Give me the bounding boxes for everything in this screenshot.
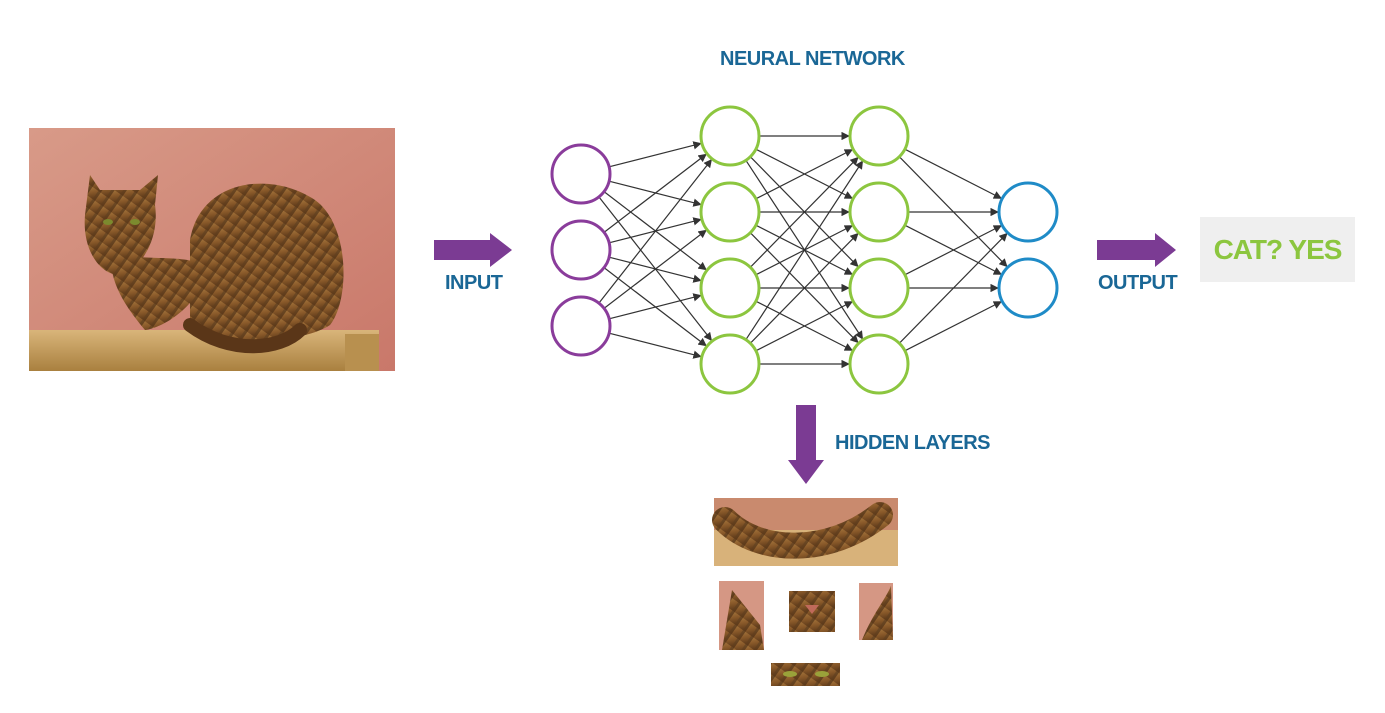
- hidden-layers-label: HIDDEN LAYERS: [835, 432, 991, 454]
- input-node-l0-1: [550, 219, 612, 281]
- hidden-node-l1-0: [699, 105, 761, 167]
- input-node-l0-2: [550, 295, 612, 357]
- result-box: CAT? YES: [1200, 217, 1355, 282]
- edge-l1-3-0: [745, 160, 864, 341]
- edge-l1-2-0: [749, 156, 859, 268]
- edge-l1-1-0: [755, 149, 854, 200]
- network-nodes: [550, 105, 1059, 395]
- input-node-l0-0: [550, 143, 612, 205]
- edge-l2-3-1: [904, 301, 1003, 352]
- feature-ear-right: [859, 583, 893, 640]
- hidden-node-l2-3: [848, 333, 910, 395]
- hidden-layers-arrow: [788, 405, 824, 484]
- feature-tail: [712, 498, 898, 566]
- hidden-node-l2-0: [848, 105, 910, 167]
- hidden-node-l2-2: [848, 257, 910, 319]
- output-label: OUTPUT: [1098, 272, 1178, 294]
- input-label: INPUT: [445, 272, 503, 294]
- network-edges: [598, 131, 1008, 369]
- diagram-title: NEURAL NETWORK: [720, 48, 905, 70]
- hidden-node-l1-1: [699, 181, 761, 243]
- cat-photo: [29, 128, 395, 371]
- edge-l0-2-0: [598, 158, 713, 304]
- edge-l0-2-1: [603, 229, 707, 309]
- feature-nose: [789, 591, 835, 632]
- edge-l0-1-0: [603, 153, 707, 233]
- edge-l0-0-0: [608, 141, 702, 168]
- hidden-node-l1-2: [699, 257, 761, 319]
- hidden-node-l1-3: [699, 333, 761, 395]
- feature-eyes: [771, 663, 840, 686]
- edge-l0-2-2: [608, 293, 702, 320]
- feature-ear-left: [719, 581, 764, 650]
- input-arrow: [434, 233, 512, 267]
- edge-l2-3-0: [898, 232, 1008, 344]
- output-arrow: [1097, 233, 1176, 267]
- hidden-node-l2-1: [848, 181, 910, 243]
- result-text: CAT? YES: [1213, 233, 1343, 265]
- edge-l1-3-2: [755, 301, 854, 352]
- edge-l2-0-0: [904, 148, 1003, 199]
- edge-l0-2-3: [608, 332, 702, 359]
- edge-l1-3-1: [749, 232, 859, 344]
- edge-l2-2-0: [904, 225, 1003, 276]
- output-node-l3-0: [997, 181, 1059, 243]
- output-node-l3-1: [997, 257, 1059, 319]
